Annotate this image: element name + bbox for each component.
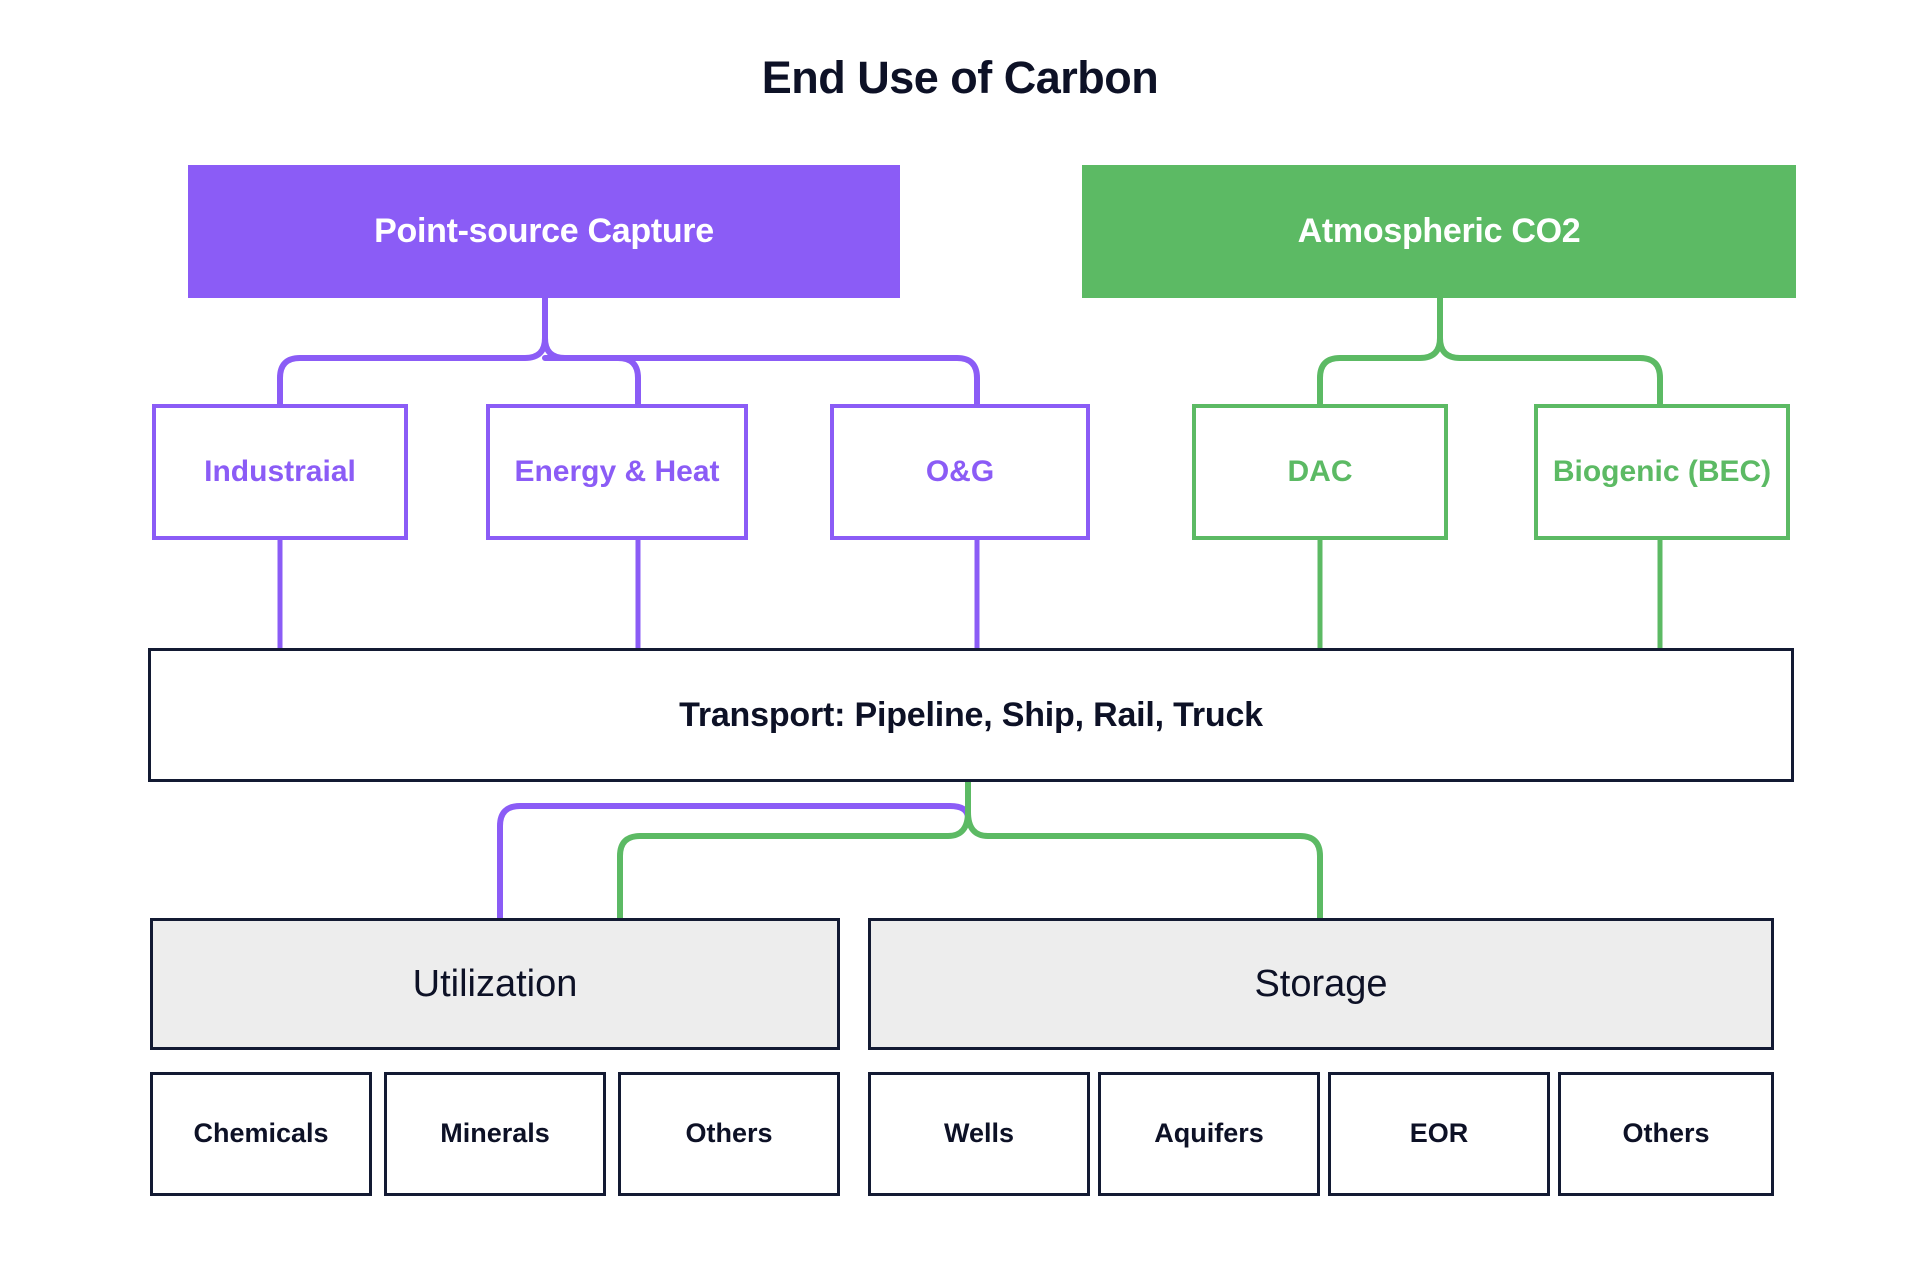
node-energy-heat[interactable]: Energy & Heat [486, 404, 748, 540]
wire-atmospheric-fanout [1317, 295, 1663, 407]
page-title: End Use of Carbon [761, 52, 1159, 103]
node-dac[interactable]: DAC [1192, 404, 1448, 540]
node-og[interactable]: O&G [830, 404, 1090, 540]
wire-point-source-fanout [277, 295, 980, 407]
node-aquifers[interactable]: Aquifers [1098, 1072, 1320, 1196]
wire-transport-to-storage [617, 779, 1323, 921]
header-atmospheric-co2[interactable]: Atmospheric CO2 [1082, 165, 1796, 298]
node-aquifers-label: Aquifers [1154, 1118, 1264, 1149]
node-storage-label: Storage [1254, 962, 1388, 1005]
wire-transport-to-utilization [497, 779, 971, 921]
wire-purple-to-transport [277, 537, 980, 651]
header-point-source-capture[interactable]: Point-source Capture [188, 165, 900, 298]
node-minerals-label: Minerals [440, 1118, 550, 1149]
node-dac-label: DAC [1287, 455, 1353, 489]
header-point-source-capture-label: Point-source Capture [374, 212, 714, 251]
node-transport-label: Transport: Pipeline, Ship, Rail, Truck [679, 695, 1263, 734]
node-industraial[interactable]: Industraial [152, 404, 408, 540]
node-others-utilization[interactable]: Others [618, 1072, 840, 1196]
node-eor-label: EOR [1409, 1118, 1469, 1149]
node-eor[interactable]: EOR [1328, 1072, 1550, 1196]
node-biogenic-bec-label: Biogenic (BEC) [1552, 455, 1772, 489]
node-biogenic-bec[interactable]: Biogenic (BEC) [1534, 404, 1790, 540]
header-atmospheric-co2-label: Atmospheric CO2 [1297, 212, 1581, 251]
node-storage[interactable]: Storage [868, 918, 1774, 1050]
node-others-storage[interactable]: Others [1558, 1072, 1774, 1196]
wire-green-to-transport [1317, 537, 1663, 651]
node-industraial-label: Industraial [204, 455, 356, 489]
node-wells-label: Wells [943, 1118, 1015, 1149]
node-chemicals-label: Chemicals [193, 1118, 329, 1149]
node-energy-heat-label: Energy & Heat [514, 455, 720, 489]
node-og-label: O&G [925, 455, 995, 489]
node-utilization-label: Utilization [412, 962, 578, 1005]
node-minerals[interactable]: Minerals [384, 1072, 606, 1196]
node-chemicals[interactable]: Chemicals [150, 1072, 372, 1196]
node-transport[interactable]: Transport: Pipeline, Ship, Rail, Truck [148, 648, 1794, 782]
node-utilization[interactable]: Utilization [150, 918, 840, 1050]
node-others-storage-label: Others [1622, 1118, 1710, 1149]
node-wells[interactable]: Wells [868, 1072, 1090, 1196]
node-others-utilization-label: Others [685, 1118, 773, 1149]
